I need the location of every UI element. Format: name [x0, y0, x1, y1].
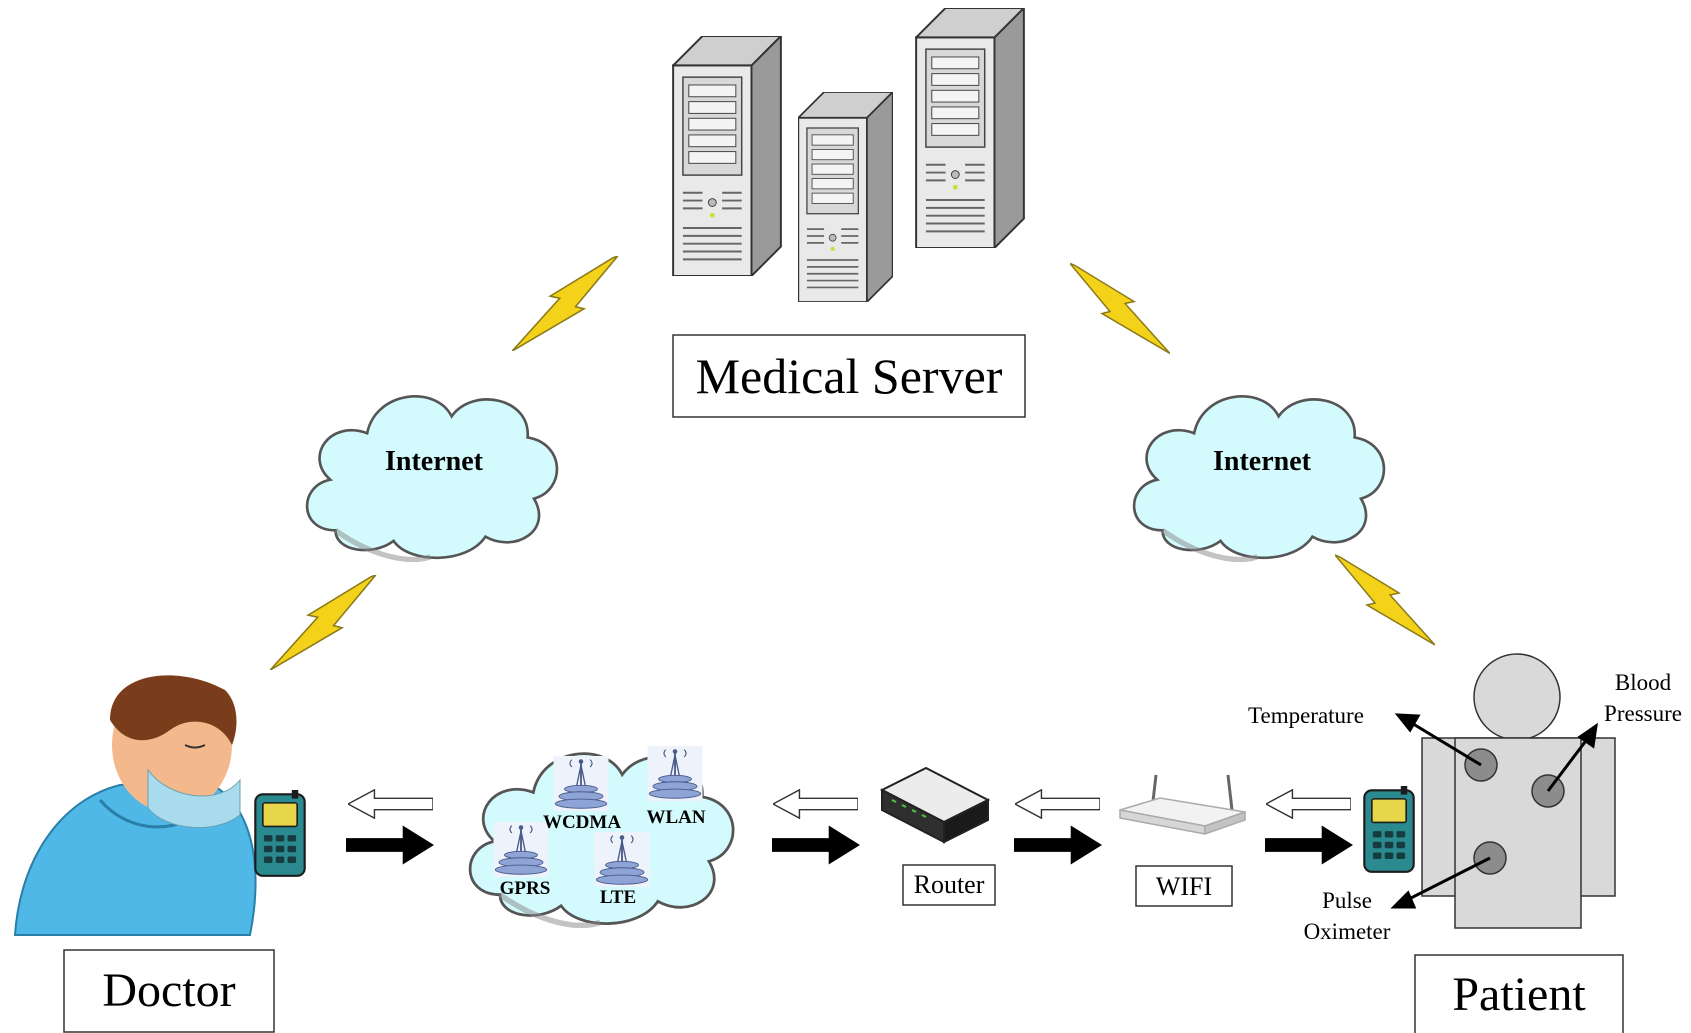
arrow-left-icon — [773, 789, 858, 819]
patient-box — [1414, 954, 1624, 1033]
wifi-access-point-icon — [1119, 774, 1246, 836]
server-icon — [672, 36, 782, 276]
cloud-icon — [307, 396, 557, 559]
internet-left-label: Internet — [385, 446, 484, 477]
arrow-left-icon — [1015, 789, 1100, 819]
doctor-box — [63, 949, 275, 1033]
arrow-right-icon — [1265, 825, 1353, 865]
medical-server-label: Medical Server — [696, 348, 1003, 404]
pressure-label: Pressure — [1604, 701, 1682, 726]
arrow-left-icon — [348, 789, 433, 819]
wifi-box — [1135, 865, 1233, 907]
patient-label: Patient — [1452, 968, 1586, 1021]
pulse-label: Pulse — [1322, 888, 1372, 913]
router-label: Router — [914, 870, 985, 899]
wcdma-label: WCDMA — [543, 812, 621, 833]
lightning-icon — [269, 575, 377, 670]
cloud-icon — [1134, 396, 1384, 559]
lightning-icon — [511, 256, 619, 351]
cell-tower-icon — [492, 822, 550, 877]
arrow-right-icon — [346, 825, 434, 865]
cell-tower-icon — [552, 756, 610, 811]
pulse-oximeter-arrow — [1406, 856, 1491, 902]
gprs-label: GPRS — [500, 878, 551, 899]
patient-figure — [1421, 653, 1616, 929]
server-icon — [798, 92, 893, 302]
wlan-label: WLAN — [646, 807, 705, 828]
temperature-arrow — [1409, 720, 1482, 767]
arrow-left-icon — [1266, 789, 1351, 819]
blood-label: Blood — [1615, 670, 1672, 695]
temperature-label: Temperature — [1248, 703, 1364, 728]
router-icon — [879, 766, 991, 844]
oximeter-label: Oximeter — [1304, 919, 1391, 944]
lightning-icon — [1335, 554, 1435, 646]
lte-label: LTE — [600, 887, 636, 908]
cell-tower-icon — [646, 746, 704, 801]
doctor-icon — [13, 675, 257, 936]
blood-pressure-arrow — [1546, 737, 1590, 792]
server-icon — [915, 8, 1025, 248]
lightning-icon — [1070, 262, 1170, 355]
doctor-label: Doctor — [102, 964, 235, 1017]
arrow-right-icon — [1014, 825, 1102, 865]
cell-tower-icon — [593, 832, 651, 887]
mobile-phone-icon — [1363, 786, 1415, 873]
medical-server-box — [672, 334, 1026, 418]
internet-right-label: Internet — [1213, 446, 1312, 477]
router-box — [902, 864, 996, 906]
mobile-phone-icon — [254, 790, 306, 877]
arrow-right-icon — [772, 825, 860, 865]
wifi-label: WIFI — [1156, 872, 1212, 901]
